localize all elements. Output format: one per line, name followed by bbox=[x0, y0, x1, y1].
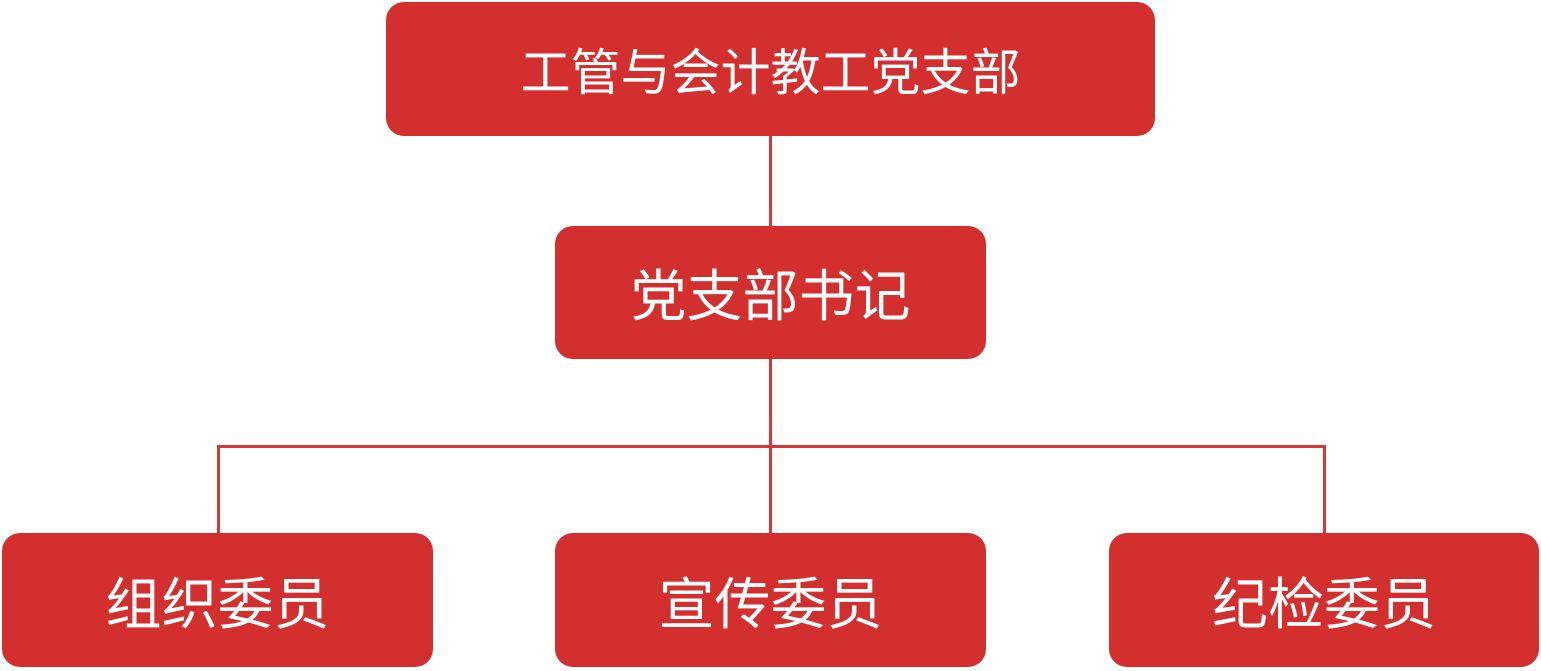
member-label: 纪检委员 bbox=[1212, 572, 1436, 638]
secretary-node: 党支部书记 bbox=[555, 226, 986, 359]
secretary-label: 党支部书记 bbox=[630, 265, 911, 330]
connector-horizontal bbox=[217, 445, 1326, 448]
member-label: 组织委员 bbox=[105, 572, 330, 638]
member-node-discipline: 纪检委员 bbox=[1109, 533, 1539, 667]
connector-right bbox=[1323, 445, 1326, 533]
member-node-propaganda: 宣传委员 bbox=[555, 533, 986, 667]
connector-left bbox=[217, 445, 220, 533]
connector-root-secretary bbox=[769, 136, 772, 226]
member-node-organization: 组织委员 bbox=[2, 533, 433, 667]
member-label: 宣传委员 bbox=[658, 572, 883, 638]
root-node: 工管与会计教工党支部 bbox=[386, 2, 1155, 136]
root-label: 工管与会计教工党支部 bbox=[520, 44, 1021, 102]
